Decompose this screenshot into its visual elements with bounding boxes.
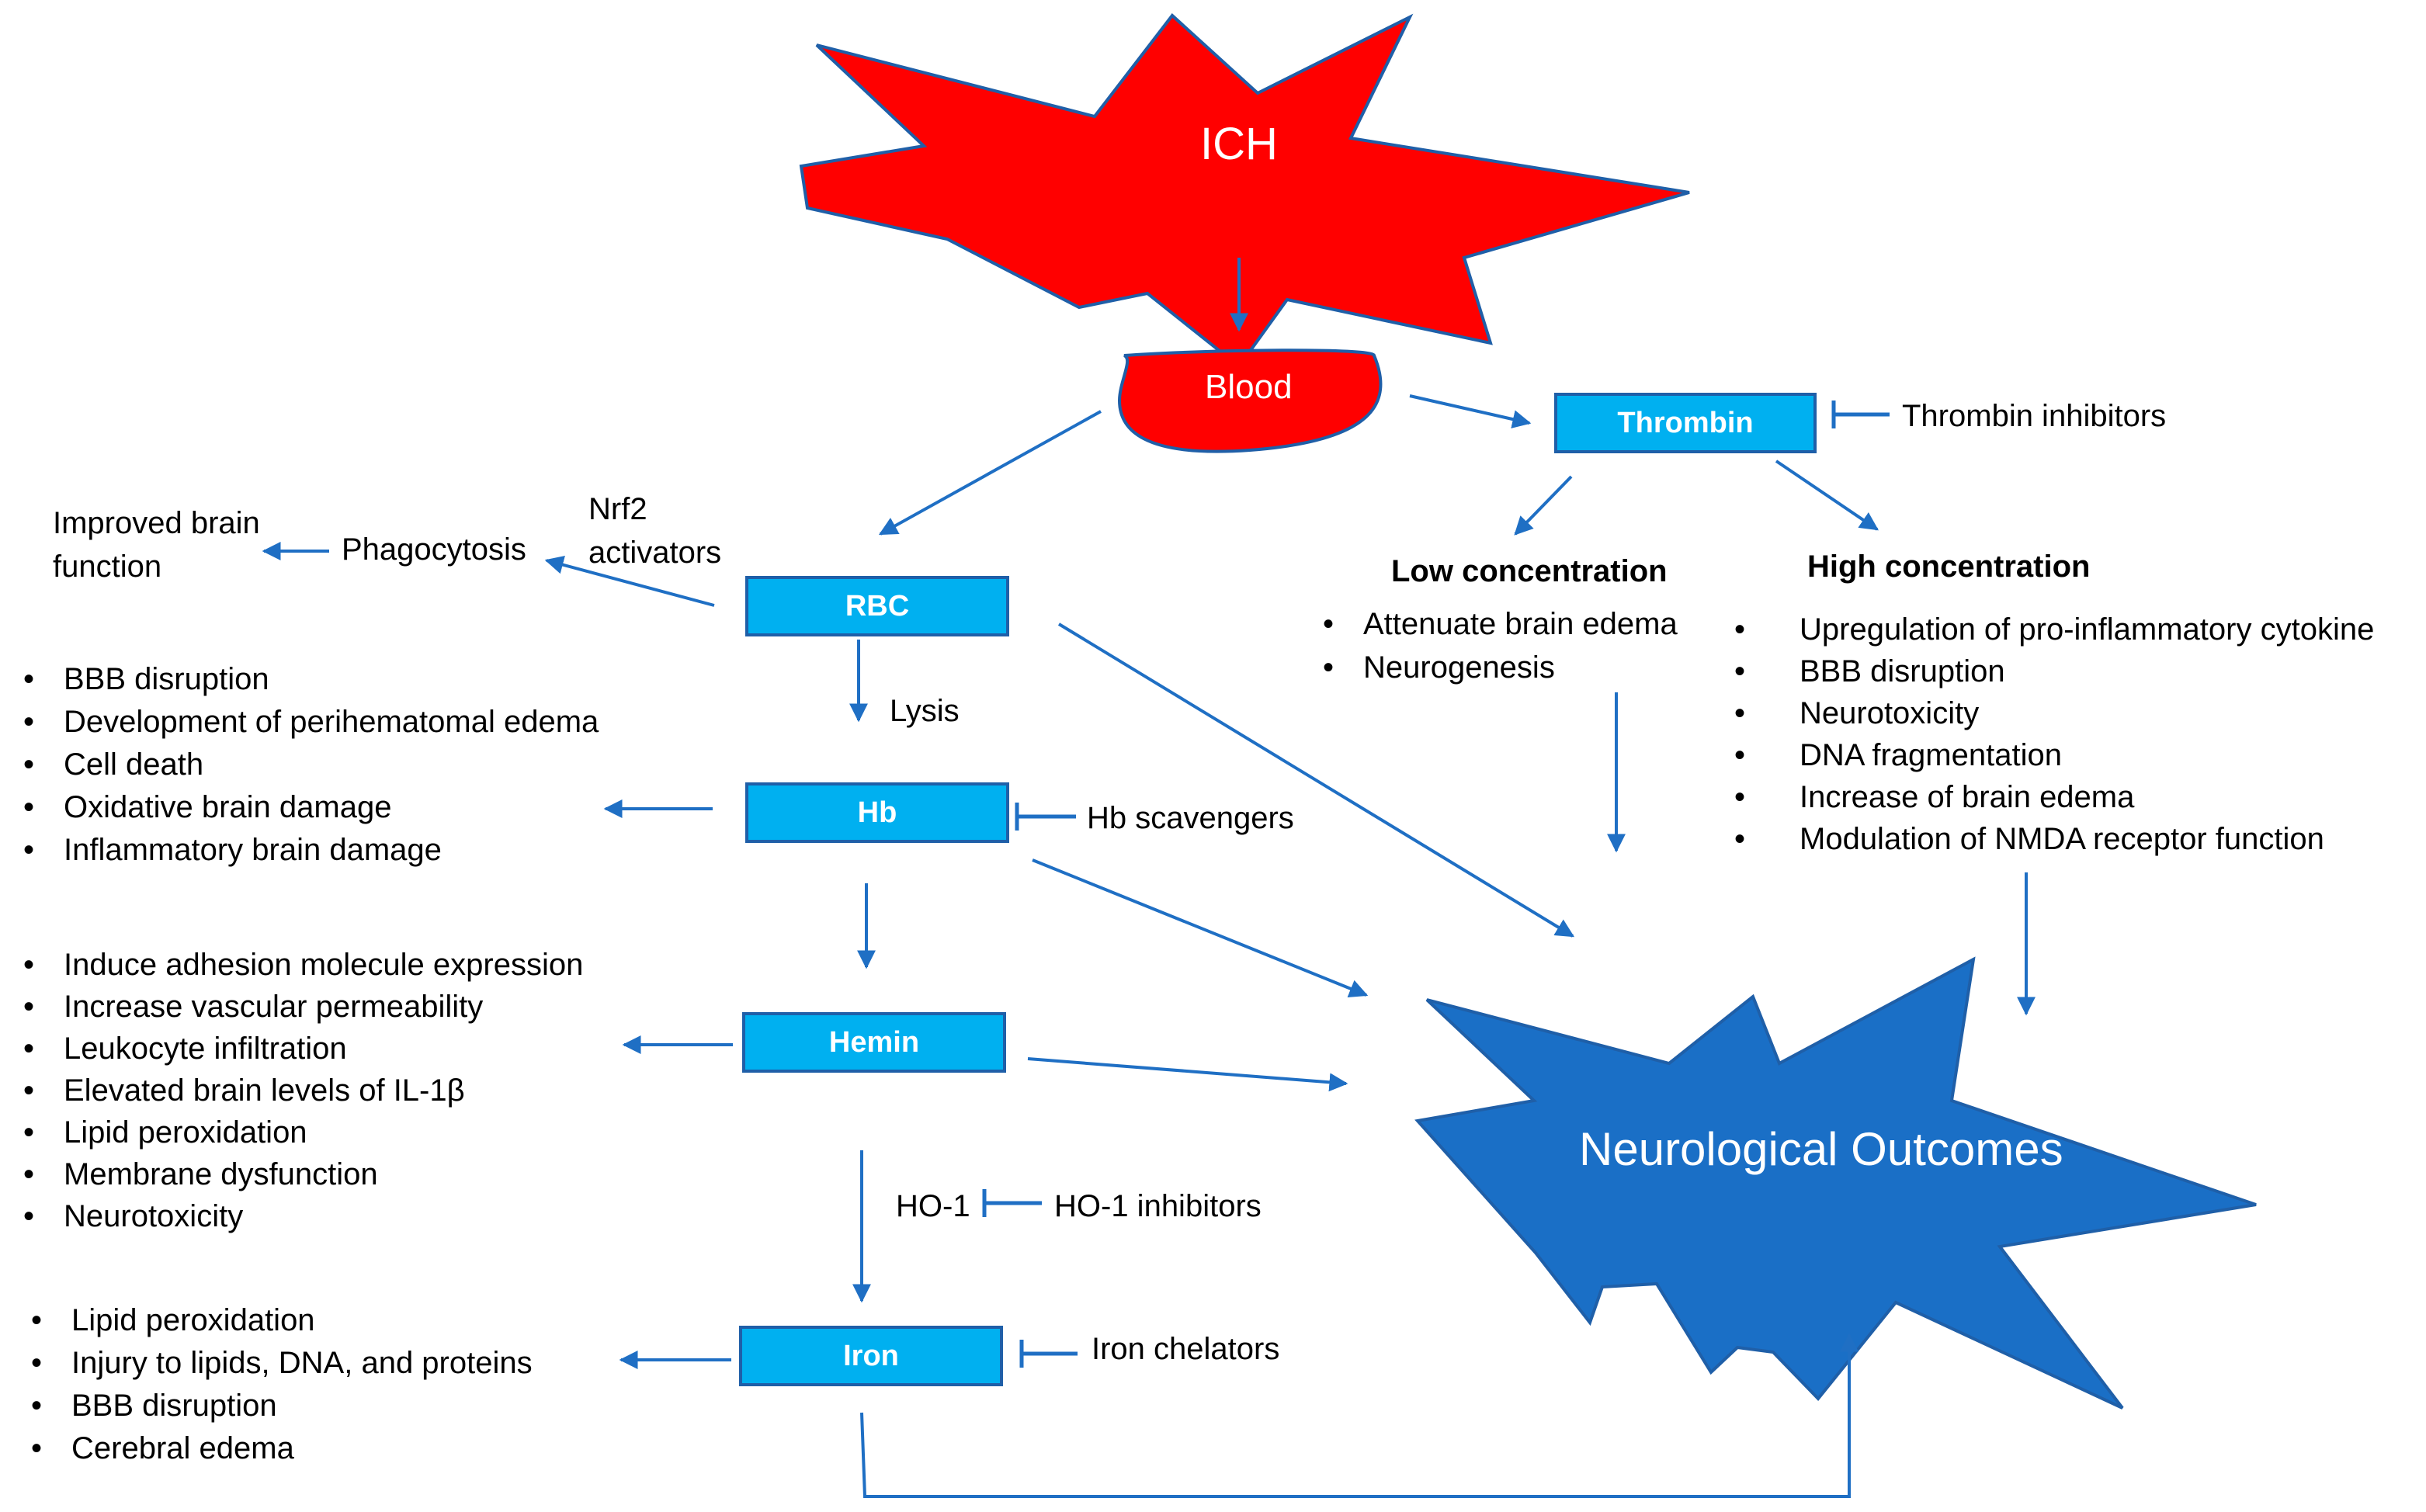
hemin-effects-list: Induce adhesion molecule expression Incr… <box>23 944 583 1237</box>
thrombin-inhibitors-label: Thrombin inhibitors <box>1902 399 2167 433</box>
inhibitor-layer <box>982 401 1890 1368</box>
list-item: BBB disruption <box>1734 650 2374 692</box>
high-concentration-list: Upregulation of pro-inflammatory cytokin… <box>1734 609 2374 860</box>
phagocytosis-label: Phagocytosis <box>342 532 526 567</box>
arrow-layer <box>262 258 2036 1498</box>
list-item: BBB disruption <box>23 658 599 701</box>
arrow-rbc-outcomes <box>1057 622 1575 938</box>
list-item: Neurogenesis <box>1323 646 1678 689</box>
list-item: Lipid peroxidation <box>23 1111 583 1153</box>
ho1-inhibitors-label: HO-1 inhibitors <box>1054 1189 1262 1223</box>
list-item: Induce adhesion molecule expression <box>23 944 583 986</box>
list-item: Leukocyte infiltration <box>23 1028 583 1070</box>
iron-chelators-label: Iron chelators <box>1092 1332 1280 1366</box>
list-item: Inflammatory brain damage <box>23 829 599 872</box>
hb-box: Hb <box>745 782 1009 843</box>
list-item: Neurotoxicity <box>23 1195 583 1237</box>
iron-box: Iron <box>739 1326 1003 1386</box>
list-item: BBB disruption <box>31 1385 533 1427</box>
arrow-iron-outcomes <box>860 1333 1859 1498</box>
list-item: Upregulation of pro-inflammatory cytokin… <box>1734 609 2374 650</box>
blood-shape <box>1117 349 1383 453</box>
arrow-hb-outcomes <box>1032 858 1369 998</box>
list-item: Oxidative brain damage <box>23 786 599 829</box>
list-item: Attenuate brain edema <box>1323 602 1678 646</box>
list-item: Increase of brain edema <box>1734 776 2374 818</box>
arrow-hemin-outcomes <box>1027 1057 1348 1092</box>
hb-effects-list: BBB disruption Development of perihemato… <box>23 658 599 872</box>
hemin-box: Hemin <box>742 1012 1006 1073</box>
rbc-box: RBC <box>745 576 1009 636</box>
list-item: DNA fragmentation <box>1734 734 2374 776</box>
arrow-rbc-phagocytosis <box>544 556 715 607</box>
ich-label: ICH <box>1200 119 1278 169</box>
arrow-thrombin-low <box>1514 475 1573 536</box>
high-concentration-title: High concentration <box>1807 550 2091 584</box>
outcomes-label: Neurological Outcomes <box>1579 1123 2063 1175</box>
list-item: Cerebral edema <box>31 1427 533 1470</box>
low-concentration-list: Attenuate brain edema Neurogenesis <box>1323 602 1678 689</box>
list-item: Cell death <box>23 744 599 786</box>
arrow-thrombin-high <box>1775 459 1879 531</box>
arrow-blood-rbc <box>878 410 1102 536</box>
list-item: Membrane dysfunction <box>23 1153 583 1195</box>
list-item: Development of perihematomal edema <box>23 701 599 744</box>
list-item: Modulation of NMDA receptor function <box>1734 818 2374 860</box>
lysis-label: Lysis <box>890 694 960 728</box>
ich-starburst <box>799 13 1690 369</box>
list-item: Neurotoxicity <box>1734 692 2374 734</box>
arrow-blood-thrombin <box>1409 394 1532 428</box>
ho1-label: HO-1 <box>896 1189 970 1223</box>
list-item: Injury to lipids, DNA, and proteins <box>31 1342 533 1385</box>
list-item: Increase vascular permeability <box>23 986 583 1028</box>
nrf2-label-line2: activators <box>588 536 722 570</box>
improved-label-line2: function <box>53 550 162 584</box>
iron-effects-list: Lipid peroxidation Injury to lipids, DNA… <box>31 1299 533 1470</box>
improved-label-line1: Improved brain <box>53 506 260 540</box>
hb-scavengers-label: Hb scavengers <box>1087 801 1294 835</box>
list-item: Lipid peroxidation <box>31 1299 533 1342</box>
outcomes-starburst <box>1414 956 2257 1410</box>
nrf2-label-line1: Nrf2 <box>588 492 647 526</box>
thrombin-box: Thrombin <box>1554 393 1817 453</box>
blood-label: Blood <box>1205 368 1293 406</box>
list-item: Elevated brain levels of IL-1β <box>23 1070 583 1111</box>
low-concentration-title: Low concentration <box>1391 554 1668 588</box>
